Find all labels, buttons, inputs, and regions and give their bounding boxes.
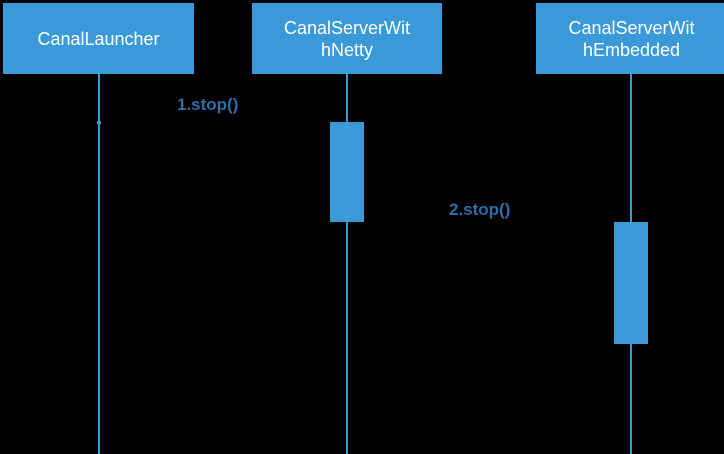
message-label-stop-1: 1.stop() (177, 95, 239, 114)
lifeline-canal-server-with-netty (346, 74, 348, 454)
activation-canal-server-with-netty (330, 122, 364, 222)
activation-canal-server-with-embedded (614, 222, 648, 344)
participant-label: CanalLauncher (37, 28, 160, 49)
participant-canal-launcher: CanalLauncher (3, 3, 194, 74)
lifeline-canal-launcher (98, 74, 100, 454)
activation-canal-launcher (97, 121, 101, 124)
message-label-stop-2: 2.stop() (449, 200, 511, 219)
